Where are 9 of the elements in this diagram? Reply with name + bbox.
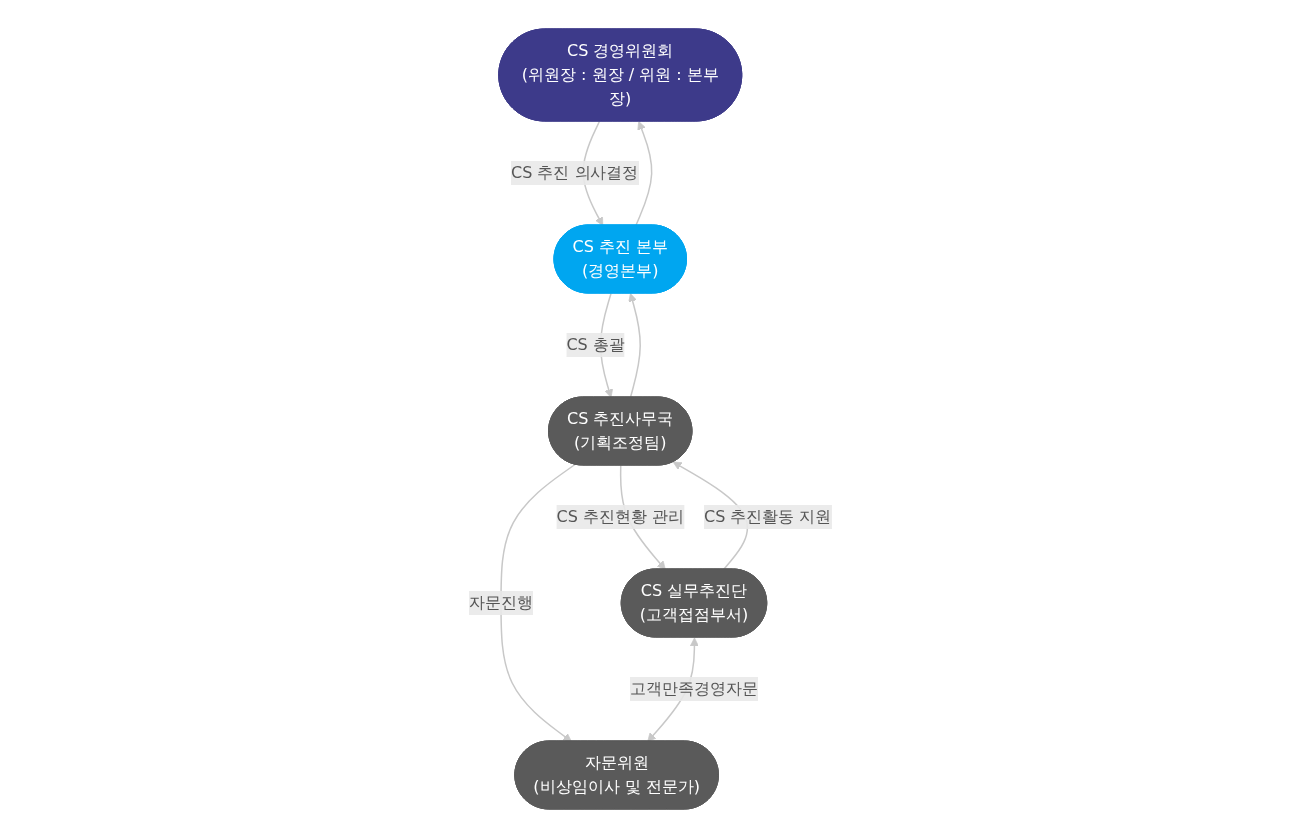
edge-label: 고객만족경영자문 [629,678,758,698]
edge-label: CS 추진현황 관리 [556,506,684,526]
edge-label: CS 총괄 [566,334,625,354]
arrow [500,463,576,742]
edge-label: CS 추진 의사결정 [510,162,639,182]
arrow [628,292,641,398]
edge-label: CS 추진활동 지원 [703,506,832,526]
arrow [634,120,653,226]
edge-label: 자문진행 [468,592,533,612]
